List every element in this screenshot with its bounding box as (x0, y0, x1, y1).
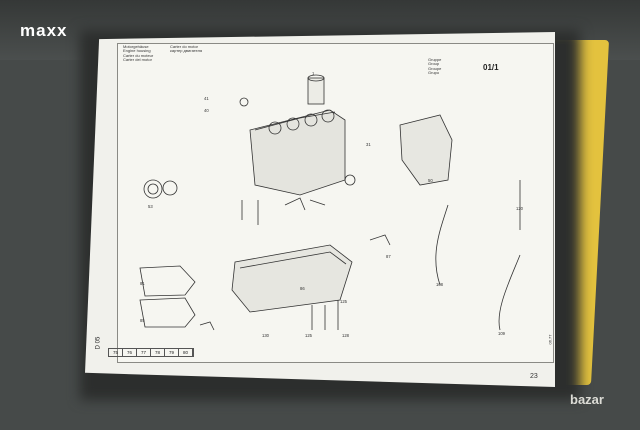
seal-ring (147, 183, 159, 195)
engine-block (249, 109, 346, 196)
part-label: 128 (342, 333, 350, 338)
strip-cell: 78 (151, 349, 165, 356)
group-label: Group (428, 61, 440, 67)
part-label: 87 (386, 254, 391, 259)
gasket (139, 265, 196, 297)
cylinder-liner (307, 77, 325, 105)
header-line: Carter du moteur (123, 52, 154, 58)
header-title-block-2: Carter do motor картер двигателя (170, 44, 240, 54)
cylinder-bore (304, 113, 318, 127)
cylinder-bore (321, 109, 335, 123)
seal-ring (162, 180, 178, 196)
gasket (139, 297, 196, 328)
diagram-frame (117, 43, 554, 363)
part-label: 50 (428, 178, 433, 183)
part-label: 86 (300, 286, 305, 291)
group-label: Gruppe (428, 57, 442, 62)
part-label: 85 (140, 318, 145, 323)
part-label: 109 (498, 331, 506, 336)
strip-cell: 77 (137, 349, 151, 356)
number-strip: 75 76 77 78 79 80 (108, 348, 194, 357)
oil-pan-rim (239, 251, 347, 269)
strip-cell: 76 (123, 349, 137, 356)
part-label: 40 (204, 108, 209, 113)
small-part (199, 234, 391, 331)
seal-ring (344, 174, 356, 186)
group-number: 01/1 (483, 63, 499, 72)
header-line: Carter del motor (123, 56, 152, 62)
group-label-block: Gruppe Group Groupe Grupo (428, 57, 488, 75)
header-line: Carter do motor (170, 44, 199, 49)
header-line: Motorgehäuse (123, 44, 149, 49)
part-label: 53 (148, 204, 153, 209)
bolt (241, 200, 339, 330)
cylinder-bore (286, 117, 300, 131)
part-label: 130 (262, 333, 270, 338)
part-label: 125 (340, 299, 348, 304)
part-label: 41 (204, 96, 209, 101)
group-label: Grupo (428, 69, 440, 75)
part-label: 31 (366, 142, 371, 147)
strip-cell: 79 (165, 349, 179, 356)
corner-watermark: bazar (570, 392, 604, 407)
part-label: 1 (312, 71, 315, 76)
group-label: Groupe (428, 65, 442, 71)
part-label: 81 (140, 281, 145, 286)
rear-cover (399, 114, 453, 186)
liner-top (307, 74, 325, 82)
bracket (284, 197, 326, 211)
header-title-block: Motorgehäuse Engine housing Carter du mo… (123, 44, 213, 62)
engine-block-top (254, 111, 336, 131)
cylinder-bore (268, 121, 282, 135)
part-label: 125 (305, 333, 313, 338)
oil-pan (231, 244, 353, 313)
watermark-logo: maxx (20, 21, 68, 40)
part-label: 120 (516, 206, 524, 211)
dipstick-tube (498, 254, 521, 331)
header-line: картер двигателя (170, 48, 203, 54)
seal-ring (143, 179, 163, 199)
dipstick-tube (435, 204, 449, 286)
seal-ring (239, 97, 249, 107)
strip-cell: 80 (179, 349, 193, 356)
strip-cell: 75 (109, 349, 123, 356)
header-line: Engine housing (123, 48, 151, 54)
part-label: 108 (436, 282, 444, 287)
page-number: 23 (530, 373, 538, 380)
